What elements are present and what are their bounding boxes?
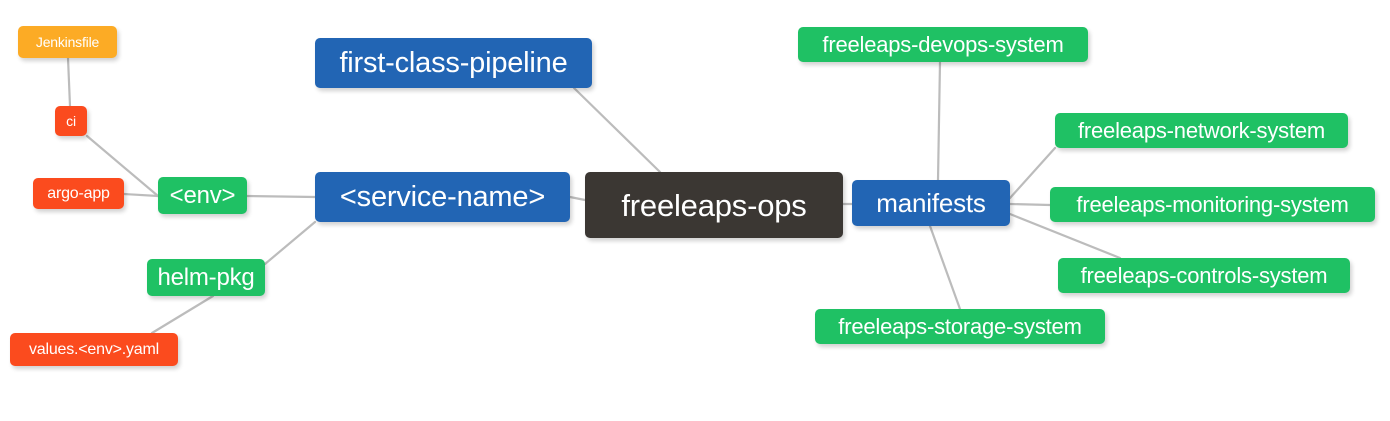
node-jenkinsfile[interactable]: Jenkinsfile (18, 26, 117, 58)
node-freeleaps-devops-system[interactable]: freeleaps-devops-system (798, 27, 1088, 62)
edge-manifests-networksystem (1008, 146, 1057, 200)
node-freeleaps-monitoring-system[interactable]: freeleaps-monitoring-system (1050, 187, 1375, 222)
edge-manifests-storagesystem (928, 224, 962, 311)
node-manifests[interactable]: manifests (852, 180, 1010, 226)
node-label: freeleaps-ops (621, 187, 807, 223)
edge-servicename-root (568, 195, 587, 202)
node-label: freeleaps-storage-system (838, 313, 1082, 339)
edge-manifests-devopssystem (936, 60, 942, 182)
node-label: freeleaps-devops-system (822, 31, 1064, 57)
node-label: freeleaps-monitoring-system (1076, 191, 1349, 217)
node-label: values.<env>.yaml (28, 340, 159, 358)
edge-helmpkg-valuesyaml (150, 294, 215, 335)
node-freeleaps-network-system[interactable]: freeleaps-network-system (1055, 113, 1348, 148)
node-label: <env> (169, 181, 236, 209)
edge-servicename-helmpkg (263, 220, 317, 266)
edge-jenkinsfile-ci (66, 56, 72, 108)
node-label: freeleaps-controls-system (1080, 262, 1328, 288)
node-freeleaps-controls-system[interactable]: freeleaps-controls-system (1058, 258, 1350, 293)
node-env[interactable]: <env> (158, 177, 247, 214)
node-service-name[interactable]: <service-name> (315, 172, 570, 222)
node-values-env-yaml[interactable]: values.<env>.yaml (10, 333, 178, 366)
edge-firstclasspipeline-root (572, 86, 662, 174)
node-label: <service-name> (339, 180, 546, 213)
edge-env-servicename (245, 194, 317, 199)
node-freeleaps-storage-system[interactable]: freeleaps-storage-system (815, 309, 1105, 344)
node-label: freeleaps-network-system (1077, 117, 1326, 143)
edge-argoapp-env (122, 192, 160, 198)
node-label: ci (66, 113, 76, 129)
edge-manifests-monitoringsystem (1008, 202, 1052, 207)
node-ci[interactable]: ci (55, 106, 87, 136)
node-root-freeleaps-ops[interactable]: freeleaps-ops (585, 172, 843, 238)
node-first-class-pipeline[interactable]: first-class-pipeline (315, 38, 592, 88)
node-helm-pkg[interactable]: helm-pkg (147, 259, 265, 296)
node-label: helm-pkg (157, 263, 255, 291)
node-label: first-class-pipeline (339, 46, 568, 79)
node-label: argo-app (47, 184, 110, 202)
node-label: manifests (876, 188, 986, 218)
node-label: Jenkinsfile (35, 34, 100, 50)
node-argo-app[interactable]: argo-app (33, 178, 124, 209)
